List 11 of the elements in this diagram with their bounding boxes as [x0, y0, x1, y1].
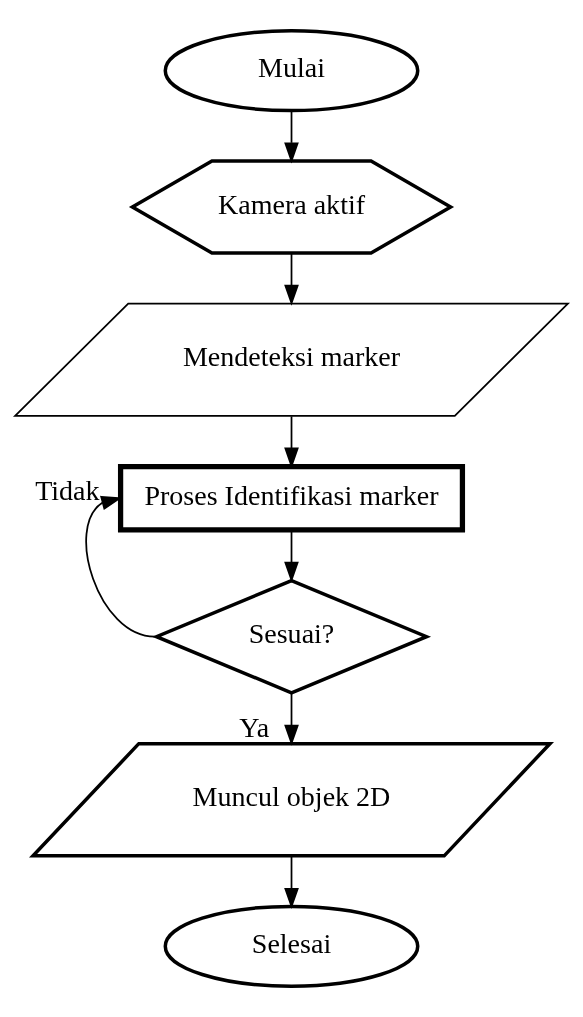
node-ellipse: Selesai [163, 904, 420, 988]
arrow [284, 252, 299, 306]
arrow [284, 692, 299, 746]
edge-label: Ya [239, 711, 270, 743]
arrow [284, 855, 299, 910]
node-ellipse: Mulai [163, 29, 420, 113]
node-box: Proses Identifikasi marker [117, 464, 466, 533]
arrow [284, 109, 299, 164]
arrow [284, 529, 299, 583]
edge-label: Tidak [35, 475, 100, 507]
arrow [85, 495, 156, 638]
